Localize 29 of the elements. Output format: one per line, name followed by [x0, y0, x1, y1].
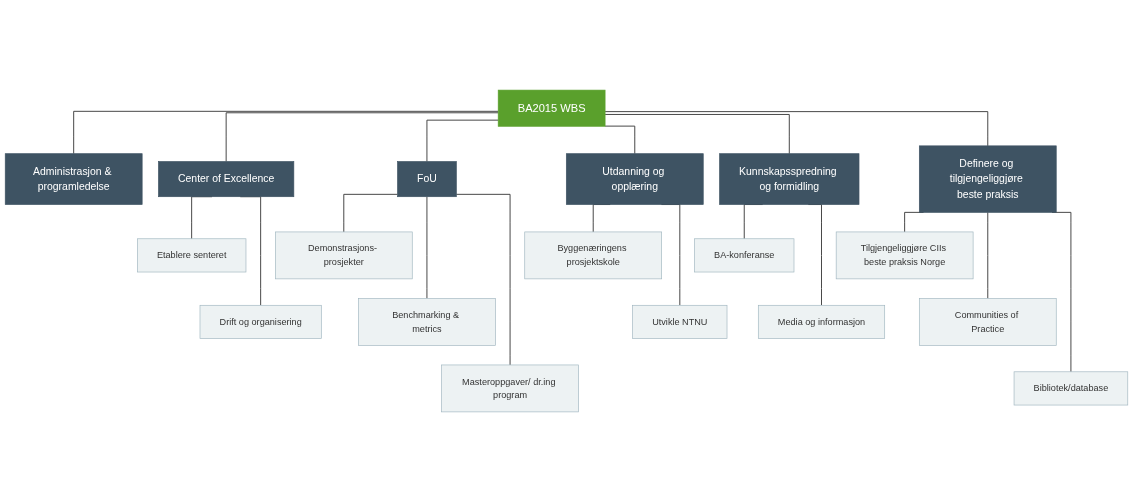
connector: [73, 110, 499, 155]
node-box: BA2015 WBS: [497, 89, 606, 127]
connector: [604, 114, 790, 155]
node-box: Etablere senteret: [137, 238, 247, 273]
node-box: Center of Excellence: [158, 161, 295, 198]
connector: [987, 211, 989, 299]
node-box: FoU: [397, 161, 457, 198]
node-box: Administrasjon & programledelse: [4, 153, 143, 205]
connector: [225, 112, 499, 162]
node-box: Communities of Practice: [919, 298, 1057, 346]
node-box: Definere og tilgjengeliggjøre beste praksis: [919, 145, 1057, 213]
node-box: BA-konferanse: [694, 238, 795, 273]
node-box: Drift og organisering: [199, 304, 322, 339]
node-box: Benchmarking & metrics: [358, 298, 496, 346]
connector: [604, 125, 636, 155]
connector: [604, 111, 989, 147]
connector: [455, 193, 511, 366]
connector: [426, 196, 428, 299]
connector: [343, 193, 398, 233]
node-box: Byggenæringens prosjektskole: [524, 231, 662, 280]
node-box: Utvikle NTNU: [632, 304, 728, 339]
node-box: Tilgjengeliggjøre CIIs beste praksis Norge: [835, 231, 974, 280]
node-box: Utdanning og opplæring: [566, 153, 704, 205]
node-box: Demonstrasjons- prosjekter: [275, 231, 413, 280]
node-box: Media og informasjon: [757, 304, 886, 339]
node-box: Masteroppgaver/ dr.ing program: [441, 364, 579, 413]
node-box: Kunnskapsspredning og formidling: [719, 153, 860, 205]
connector: [426, 119, 499, 162]
node-box: Bibliotek/database: [1013, 371, 1129, 406]
